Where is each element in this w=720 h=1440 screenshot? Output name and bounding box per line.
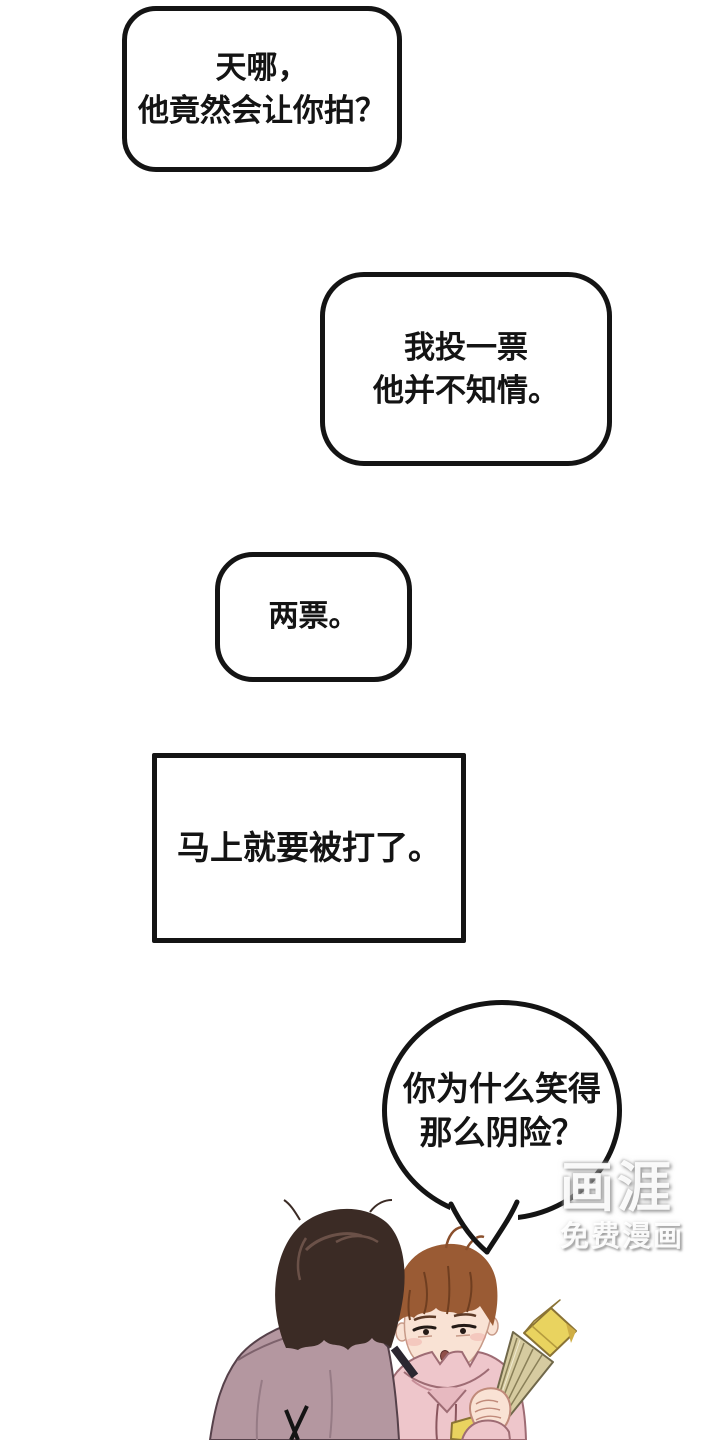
watermark: 画涯 免费漫画 [560, 1156, 684, 1254]
speech-bubble-3: 两票。 [215, 552, 412, 682]
bubble-2-line-1: 我投一票 [404, 330, 528, 365]
narration-box: 马上就要被打了。 [152, 753, 466, 943]
bubble-1-line-1: 天哪， [215, 50, 309, 85]
jacket-crease-mark [284, 1409, 300, 1440]
man-hair [275, 1208, 405, 1350]
boy-eye [412, 1325, 437, 1332]
boy-eye [451, 1324, 477, 1329]
jacket-crease-mark [289, 1405, 309, 1440]
speech-bubble-1: 天哪， 他竟然会让你拍？ [122, 6, 402, 172]
bubble-2-line-2: 他并不知情。 [373, 373, 559, 408]
watermark-logo: 画涯 [560, 1158, 674, 1218]
man-figure [208, 1199, 405, 1440]
bubble-5-line-1: 你为什么笑得 [403, 1069, 601, 1107]
bubble-1-line-2: 他竟然会让你拍？ [138, 93, 386, 128]
watermark-tagline: 免费漫画 [560, 1221, 685, 1253]
bubble-4-line-1: 马上就要被打了。 [177, 829, 441, 866]
shoulder-strap [390, 1345, 419, 1379]
boy-hair [396, 1243, 498, 1326]
manhwa-panel-artwork [208, 1199, 577, 1440]
hand-fan [450, 1299, 577, 1440]
bubble-3-line-1: 两票。 [268, 600, 359, 633]
speech-balloon-round: 你为什么笑得 那么阴险？ [382, 1000, 622, 1221]
speech-bubble-2: 我投一票 他并不知情。 [320, 272, 612, 466]
hoodie-drawstring [435, 1403, 439, 1440]
bubble-5-line-2: 那么阴险？ [419, 1113, 585, 1151]
